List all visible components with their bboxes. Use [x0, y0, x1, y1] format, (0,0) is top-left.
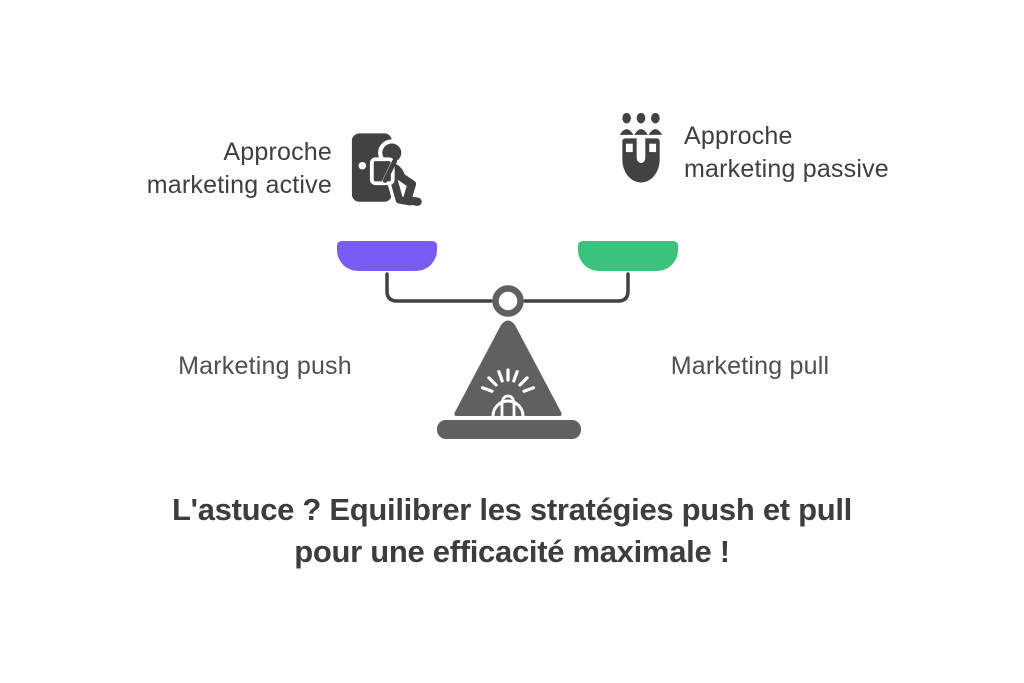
headline: L'astuce ? Equilibrer les stratégies pus…: [0, 489, 1024, 573]
magnet-icon-svg: [619, 112, 663, 183]
marketing-pull-label: Marketing pull: [670, 352, 830, 380]
approach-active-line1: Approche: [223, 138, 332, 166]
approach-passive-line2: marketing passive: [684, 155, 889, 183]
approach-active-line2: marketing active: [146, 171, 332, 199]
headline-line1: L'astuce ? Equilibrer les stratégies pus…: [171, 492, 852, 527]
scale-pedestal: [454, 320, 562, 416]
scale-pivot-ring: [492, 285, 524, 317]
headline-line2: pour une efficacité maximale !: [294, 534, 730, 569]
approach-passive-line1: Approche: [684, 122, 793, 150]
pan-left-purple: [337, 241, 437, 271]
balance-scale-svg: [337, 241, 678, 439]
door-exit-icon-svg: [351, 133, 425, 209]
bell-icon: [491, 394, 525, 417]
balance-scale-icon: [330, 235, 690, 445]
marketing-push-label: Marketing push: [178, 352, 352, 380]
approach-active-label: Approche marketing active: [70, 136, 332, 202]
scale-base: [437, 420, 581, 439]
pan-right-green: [578, 241, 678, 271]
approach-passive-label: Approche marketing passive: [684, 120, 964, 186]
magnet-icon: [618, 112, 664, 186]
scale-beam: [385, 272, 630, 303]
rays-icon: [481, 368, 535, 393]
door-exit-icon: [350, 126, 445, 211]
